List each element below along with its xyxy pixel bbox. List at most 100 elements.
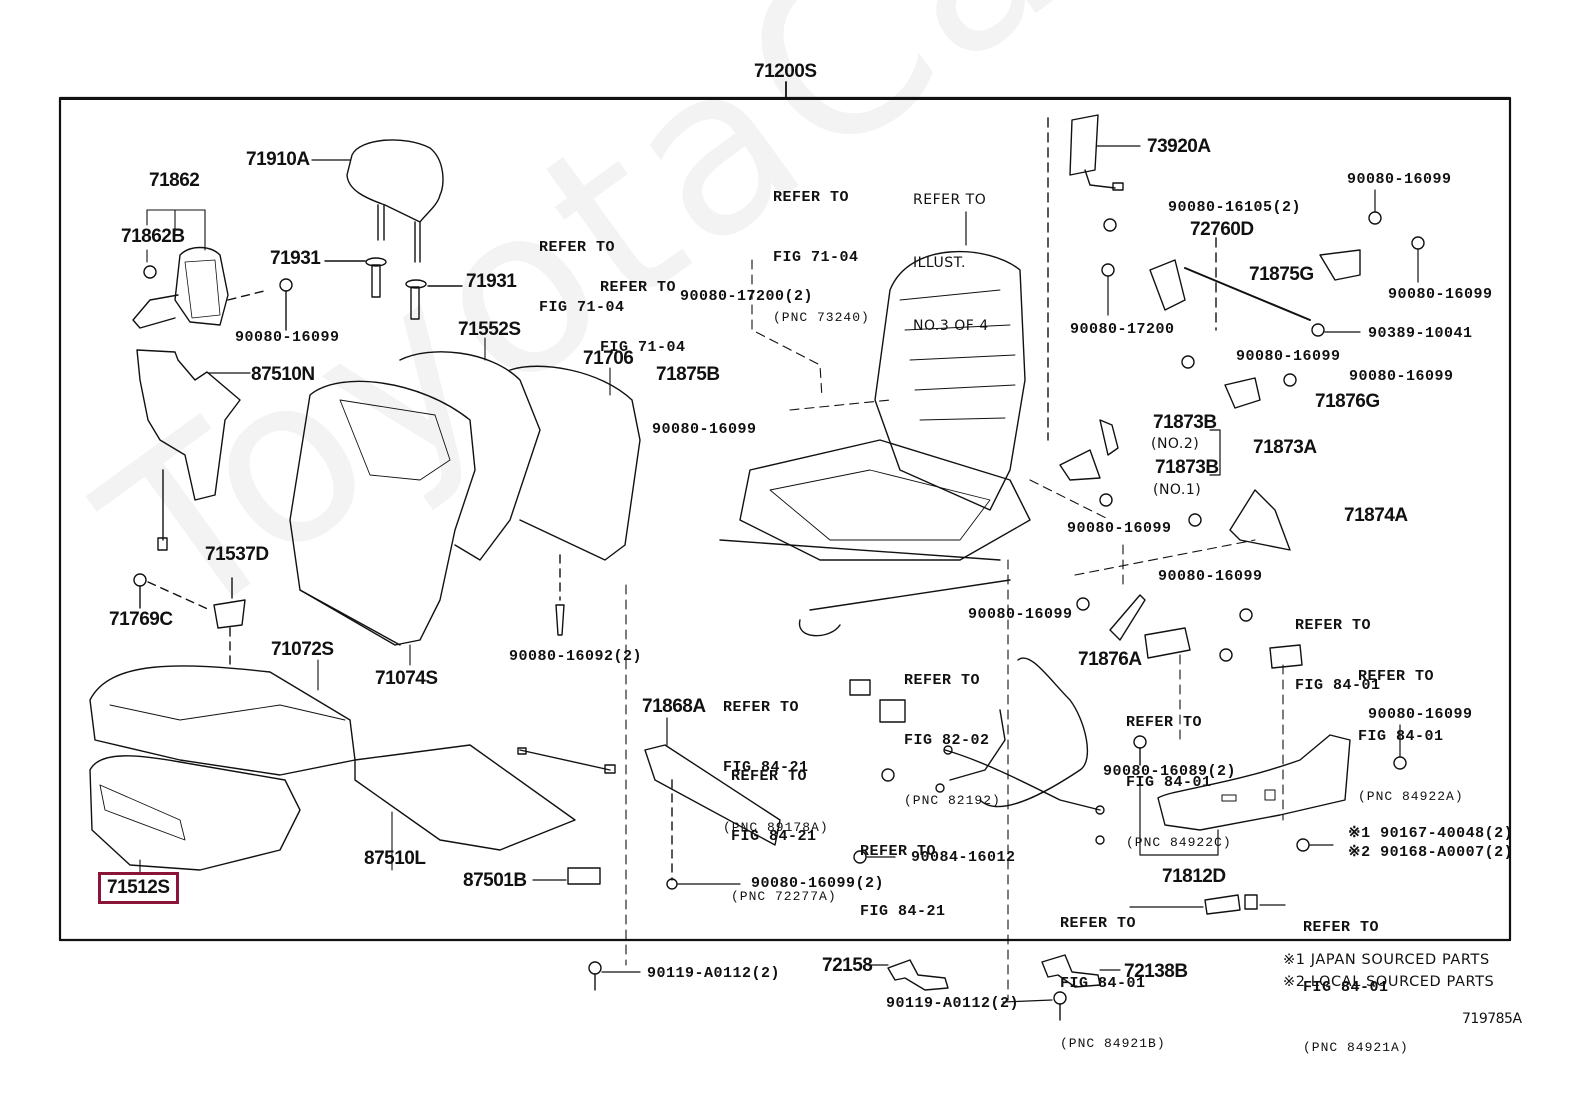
part-label-71868A[interactable]: 71868A — [642, 696, 706, 717]
wire-harness-drawing — [935, 657, 1105, 845]
reference-line1: REFER TO — [731, 768, 808, 785]
headrest-guide-drawings — [324, 257, 463, 320]
part-label-72760D[interactable]: 72760D — [1190, 219, 1254, 240]
reference-line1: REFER TO — [600, 279, 677, 296]
reference-illust-no3-of-4[interactable]: REFER TO ILLUST. NO.3 OF 4 — [913, 148, 989, 358]
part-label-71537D[interactable]: 71537D — [205, 544, 269, 565]
reference-pnc: (PNC 73240) — [773, 310, 870, 325]
part-label-71873B-no1[interactable]: 71873B — [1155, 457, 1219, 478]
reference-line1: REFER TO — [860, 843, 937, 860]
reference-line2: FIG 82-02 — [904, 732, 990, 749]
reference-pnc: (PNC 84921A) — [1303, 1040, 1409, 1055]
part-label-90080-16099[interactable]: 90080-16099 — [1236, 348, 1341, 365]
part-label-71072S[interactable]: 71072S — [271, 639, 334, 660]
reference-fig-71-04-pnc-73240[interactable]: REFER TO FIG 71-04 (PNC 73240) — [773, 148, 870, 348]
part-label-90167-40048[interactable]: ※1 90167-40048(2) — [1348, 825, 1514, 842]
reference-fig-84-01-pnc-84921B[interactable]: REFER TO FIG 84-01 (PNC 84921B) — [1060, 874, 1166, 1074]
part-sub-label-no2: (NO.2) — [1151, 436, 1200, 452]
part-label-90080-16099[interactable]: 90080-16099 — [235, 329, 340, 346]
part-label-71931[interactable]: 71931 — [466, 271, 517, 292]
part-label-90080-16099[interactable]: 90080-16099 — [1368, 706, 1473, 723]
reference-pnc: (PNC 84922C) — [1126, 835, 1232, 850]
part-label-90080-16099[interactable]: 90080-16099 — [1349, 368, 1454, 385]
reference-pnc: (PNC 82192) — [904, 793, 1001, 808]
part-label-90080-17200[interactable]: 90080-17200 — [1070, 321, 1175, 338]
part-label-90080-16089[interactable]: 90080-16089(2) — [1103, 763, 1237, 780]
reference-pnc: (PNC 89178A) — [723, 820, 829, 835]
part-label-90080-16099[interactable]: 90080-16099 — [1067, 520, 1172, 537]
part-label-90119-A0112[interactable]: 90119-A0112(2) — [647, 965, 781, 982]
part-label-71874A[interactable]: 71874A — [1344, 505, 1408, 526]
part-label-71873B-no2[interactable]: 71873B — [1153, 412, 1217, 433]
part-label-71875G[interactable]: 71875G — [1249, 264, 1314, 285]
reference-fig-84-01-pnc-84922A[interactable]: REFER TO FIG 84-01 (PNC 84922A) — [1358, 627, 1464, 827]
reference-fig-84-21-pnc-72277A[interactable]: REFER TO FIG 84-21 (PNC 72277A) — [731, 727, 837, 927]
part-label-90080-16099[interactable]: 90080-16099 — [968, 606, 1073, 623]
reference-line1: REFER TO — [1358, 668, 1435, 685]
part-label-72138B[interactable]: 72138B — [1124, 961, 1188, 982]
part-label-71910A[interactable]: 71910A — [246, 149, 310, 170]
part-label-71200S[interactable]: 71200S — [754, 61, 817, 82]
upper-right-parts-drawing — [1047, 114, 1425, 441]
part-label-71931[interactable]: 71931 — [270, 248, 321, 269]
reference-pnc: (PNC 84922A) — [1358, 789, 1464, 804]
reference-line1: REFER TO — [773, 189, 850, 206]
reference-fig-71-04[interactable]: REFER TO FIG 71-04 — [539, 198, 625, 338]
side-trim-drawing — [132, 209, 293, 331]
reference-fig-84-21-pnc-89178A[interactable]: REFER TO FIG 84-21 (PNC 89178A) — [723, 658, 829, 858]
part-label-73920A[interactable]: 73920A — [1147, 136, 1211, 157]
part-label-87501B[interactable]: 87501B — [463, 870, 527, 891]
reference-fig-71-04[interactable]: REFER TO FIG 71-04 — [600, 238, 686, 378]
side-cover-drawing — [1129, 724, 1407, 915]
cover-pad-drawing — [133, 573, 246, 666]
reference-fig-84-01-pnc-84922C[interactable]: REFER TO FIG 84-01 (PNC 84922C) — [1126, 673, 1232, 873]
part-label-90389-10041[interactable]: 90389-10041 — [1368, 325, 1473, 342]
part-label-71875B[interactable]: 71875B — [656, 364, 720, 385]
part-label-71074S[interactable]: 71074S — [375, 668, 438, 689]
part-label-72158[interactable]: 72158 — [822, 955, 873, 976]
reference-fig-82-02[interactable]: REFER TO FIG 82-02 (PNC 82192) — [904, 631, 1001, 831]
seat-frame-drawing — [719, 211, 1031, 637]
part-label-71706[interactable]: 71706 — [583, 348, 634, 369]
reference-line2: FIG 84-01 — [1060, 975, 1146, 992]
part-label-71552S[interactable]: 71552S — [458, 319, 521, 340]
part-label-90080-17200-2[interactable]: 90080-17200(2) — [680, 288, 814, 305]
reference-fig-84-01[interactable]: REFER TO FIG 84-01 — [1295, 576, 1381, 716]
part-label-90168-A0007[interactable]: ※2 90168-A0007(2) — [1348, 844, 1514, 861]
reference-line1: REFER TO — [1126, 714, 1203, 731]
part-label-90080-16099[interactable]: 90080-16099 — [1388, 286, 1493, 303]
part-label-90080-16099[interactable]: 90080-16099 — [1347, 171, 1452, 188]
reference-line2: FIG 71-04 — [600, 339, 686, 356]
cushion-heater-drawing — [354, 744, 616, 885]
part-sub-label-no1: (NO.1) — [1153, 482, 1202, 498]
part-label-90119-A0112[interactable]: 90119-A0112(2) — [886, 995, 1020, 1012]
part-label-71862B[interactable]: 71862B — [121, 226, 185, 247]
part-label-87510N[interactable]: 87510N — [251, 364, 315, 385]
reference-line1: REFER TO — [1295, 617, 1372, 634]
part-label-71876A[interactable]: 71876A — [1078, 649, 1142, 670]
part-label-90080-16099[interactable]: 90080-16099 — [652, 421, 757, 438]
part-label-90080-16105[interactable]: 90080-16105(2) — [1168, 199, 1302, 216]
reference-fig-84-21[interactable]: REFER TO FIG 84-21 — [860, 802, 946, 942]
legend-japan-sourced: ※1 JAPAN SOURCED PARTS — [1283, 952, 1490, 968]
part-label-71876G[interactable]: 71876G — [1315, 391, 1380, 412]
part-label-90080-16099-2[interactable]: 90080-16099(2) — [751, 875, 885, 892]
reference-line2: FIG 84-01 — [1126, 774, 1212, 791]
part-label-71862[interactable]: 71862 — [149, 170, 200, 191]
part-label-90080-16099[interactable]: 90080-16099 — [1158, 568, 1263, 585]
part-label-71512S-highlighted[interactable]: 71512S — [98, 872, 179, 904]
part-label-90084-16012[interactable]: 90084-16012 — [911, 849, 1016, 866]
reference-line1: REFER TO — [723, 699, 800, 716]
part-label-71873A[interactable]: 71873A — [1253, 437, 1317, 458]
part-label-87510L[interactable]: 87510L — [364, 848, 426, 869]
reference-line2: FIG 84-01 — [1295, 677, 1381, 694]
part-label-71769C[interactable]: 71769C — [109, 609, 173, 630]
reference-line2: FIG 84-21 — [860, 903, 946, 920]
part-label-71812D[interactable]: 71812D — [1162, 866, 1226, 887]
seat-cushion-pad-drawing — [89, 755, 301, 873]
reference-line2: FIG 71-04 — [539, 299, 625, 316]
bottom-clip-drawings — [588, 954, 1121, 1021]
assembly-boundary — [59, 98, 1511, 941]
reference-fig-84-01-pnc-84921A[interactable]: REFER TO FIG 84-01 (PNC 84921A) — [1303, 878, 1409, 1078]
part-label-90080-16092[interactable]: 90080-16092(2) — [509, 648, 643, 665]
